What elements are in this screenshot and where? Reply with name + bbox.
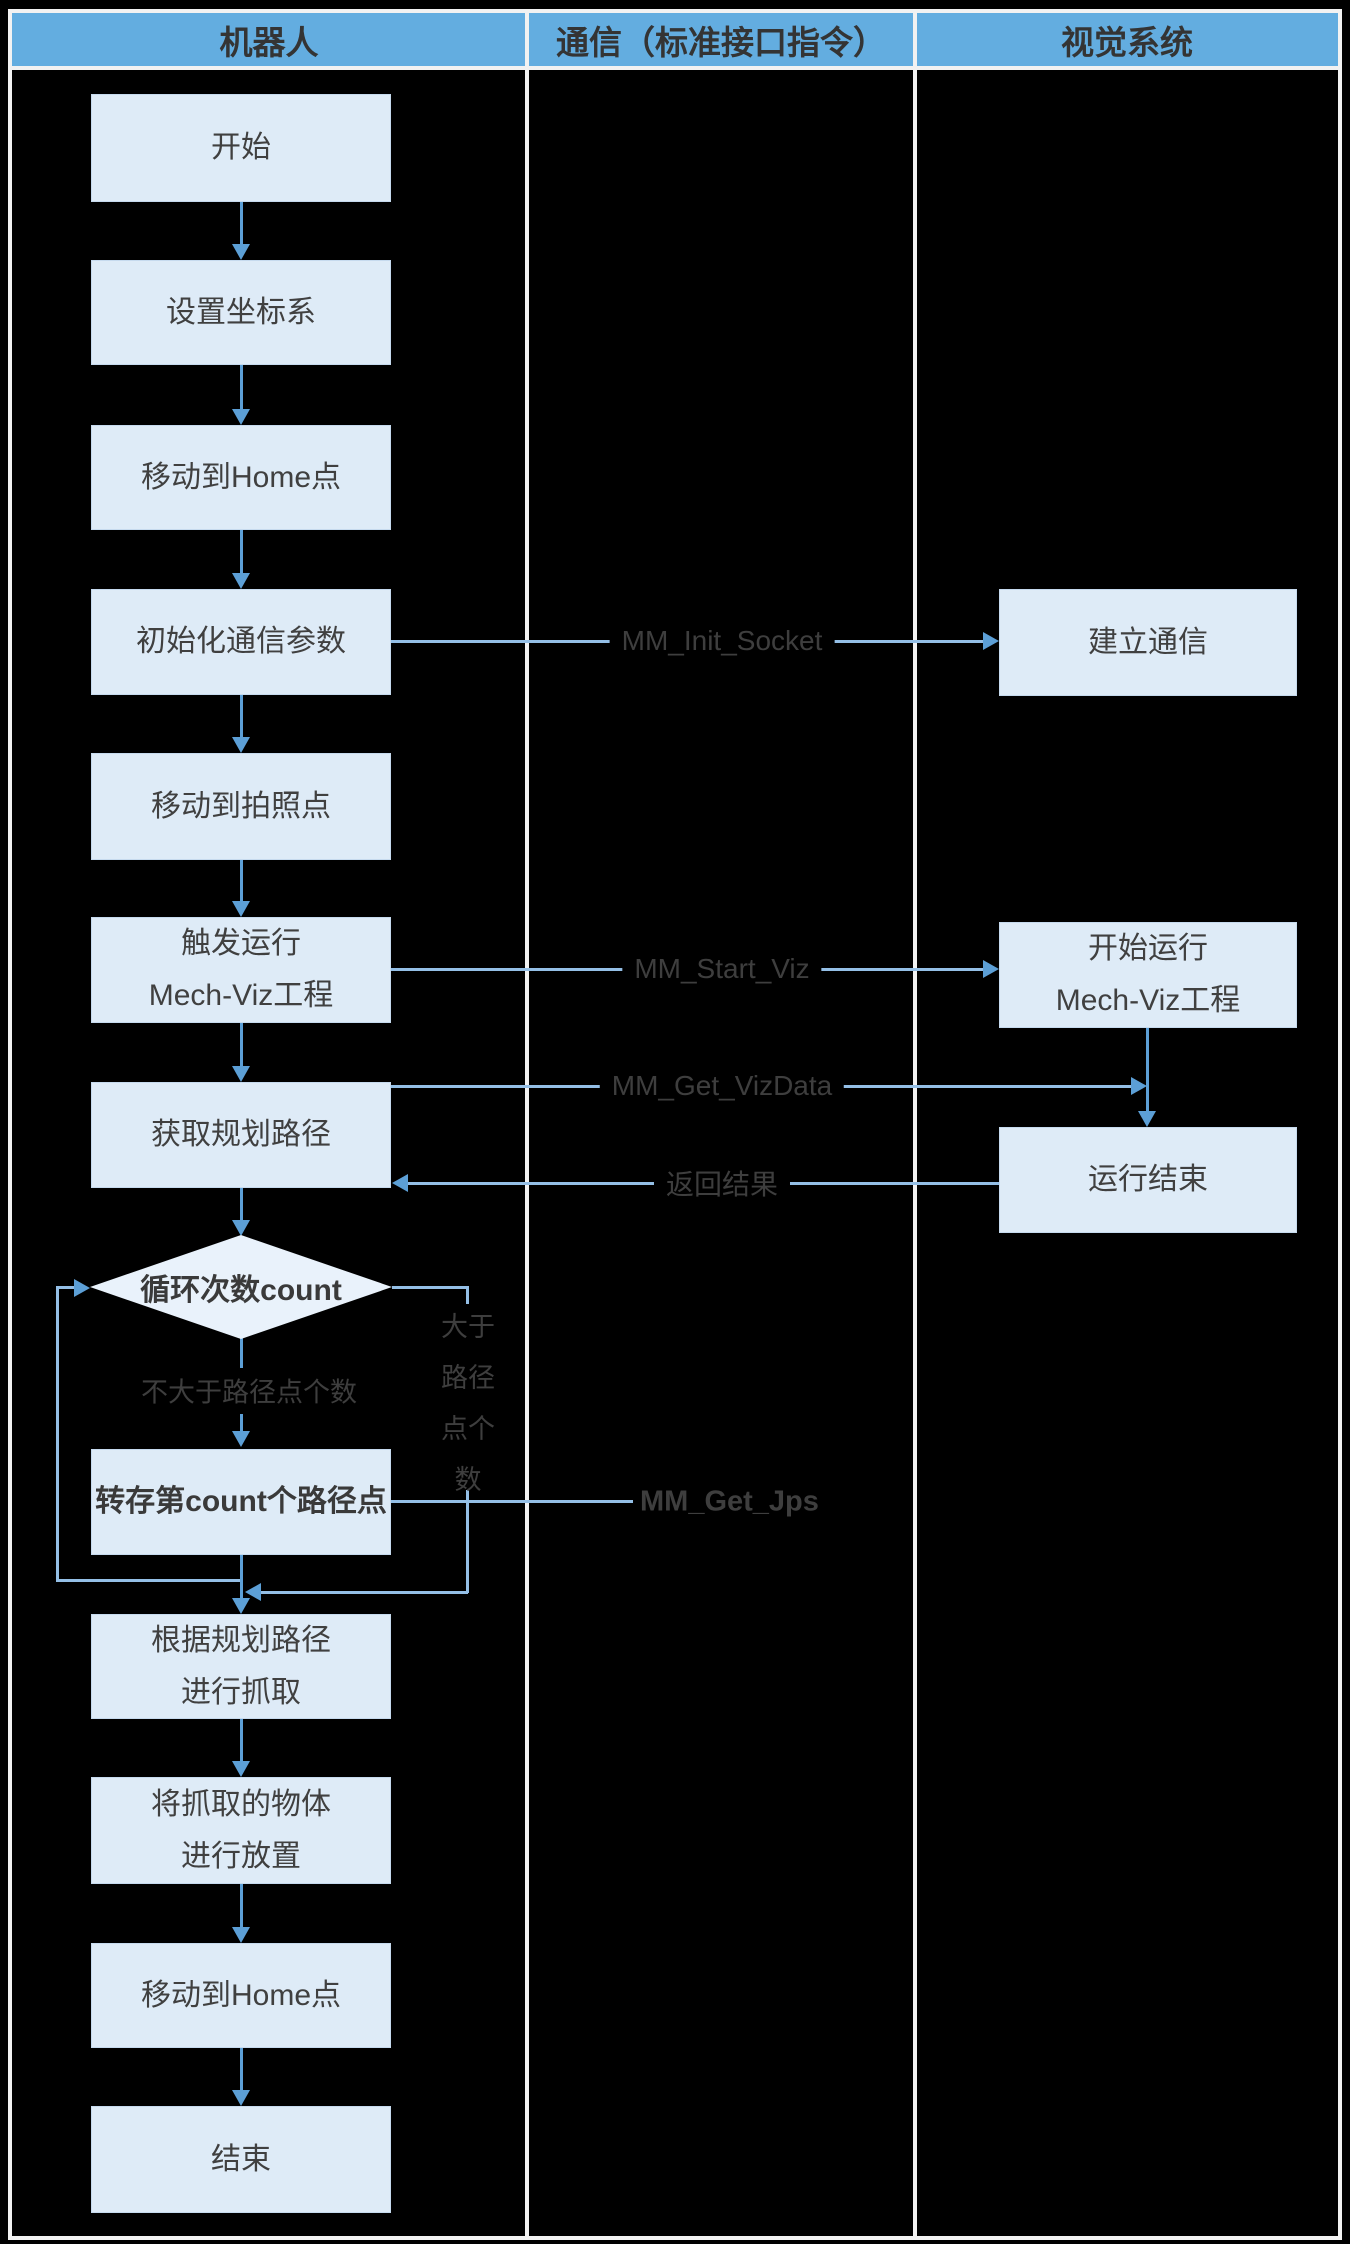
label-branch-not-greater: 不大于路径点个数 xyxy=(141,1377,357,1408)
flow-arrowhead-3-icon xyxy=(232,573,250,589)
flow-line-12 xyxy=(240,2048,243,2091)
flow-line-8a xyxy=(240,1338,243,1368)
flow-line-9 xyxy=(240,1555,243,1599)
node-run-finished-label: 运行结束 xyxy=(1088,1163,1208,1196)
get-vizdata-arrowhead-icon xyxy=(1131,1077,1147,1095)
node-run-finished: 运行结束 xyxy=(999,1127,1297,1233)
outer-frame xyxy=(8,9,1342,2240)
node-end: 结束 xyxy=(91,2106,391,2213)
label-mm-get-vizdata: MM_Get_VizData xyxy=(599,1070,845,1102)
lane-divider-1 xyxy=(525,13,529,2236)
flow-arrowhead-1-icon xyxy=(232,244,250,260)
flow-line-6 xyxy=(240,1023,243,1067)
loop-left-arrowhead-icon xyxy=(74,1279,90,1297)
label-mm-start-viz: MM_Start_Viz xyxy=(622,953,822,985)
lane-header-robot: 机器人 xyxy=(219,24,319,61)
node-place: 将抓取的物体 进行放置 xyxy=(91,1777,391,1884)
node-loop-decision-label: 循环次数count xyxy=(140,1274,342,1307)
node-move-home-1-label: 移动到Home点 xyxy=(140,460,342,494)
label-branch-greater: 大于路径点个数 xyxy=(441,1312,495,1495)
flow-arrowhead-5-icon xyxy=(232,901,250,917)
node-pick-line2: 进行抓取 xyxy=(181,1675,301,1709)
lane-header-comm: 通信（标准接口指令） xyxy=(556,24,886,61)
node-init-comm-label: 初始化通信参数 xyxy=(136,625,346,658)
node-get-path-label: 获取规划路径 xyxy=(151,1118,331,1151)
loop-left-bottom xyxy=(56,1579,243,1582)
start-viz-arrowhead-icon xyxy=(983,960,999,978)
flow-line-10 xyxy=(240,1719,243,1762)
node-pick-line1: 根据规划路径 xyxy=(151,1623,331,1657)
node-start-run-viz-line1: 开始运行 xyxy=(1088,932,1208,965)
connector-get-jps-line xyxy=(391,1500,633,1503)
flow-line-1 xyxy=(240,202,243,246)
flow-arrowhead-10-icon xyxy=(232,1761,250,1777)
flow-arrowhead-12-icon xyxy=(232,2090,250,2106)
branch-right-vertical-a xyxy=(466,1286,469,1304)
init-socket-arrowhead-icon xyxy=(983,632,999,650)
node-place-line2: 进行放置 xyxy=(181,1839,301,1873)
node-pick: 根据规划路径 进行抓取 xyxy=(91,1614,391,1719)
node-init-comm: 初始化通信参数 xyxy=(91,589,391,695)
vision-flow-line xyxy=(1146,1028,1149,1112)
node-trigger-viz-line2: Mech-Viz工程 xyxy=(148,979,334,1012)
node-establish-comm: 建立通信 xyxy=(999,589,1297,696)
return-result-arrowhead-icon xyxy=(392,1174,408,1192)
node-start-label: 开始 xyxy=(211,131,271,164)
node-establish-comm-label: 建立通信 xyxy=(1088,625,1208,659)
flow-line-4 xyxy=(240,695,243,738)
flow-line-11 xyxy=(240,1884,243,1928)
flow-line-3 xyxy=(240,530,243,574)
node-move-home-2: 移动到Home点 xyxy=(91,1943,391,2048)
node-set-frame-label: 设置坐标系 xyxy=(166,295,316,329)
node-move-capture: 移动到拍照点 xyxy=(91,753,391,860)
label-return-result: 返回结果 xyxy=(653,1163,791,1203)
branch-right-arrowhead-icon xyxy=(245,1583,261,1601)
lane-divider-2 xyxy=(913,13,917,2236)
loop-left-vertical xyxy=(56,1286,59,1582)
branch-right-top xyxy=(392,1286,469,1289)
node-transfer-point-label: 转存第count个路径点 xyxy=(95,1485,387,1518)
node-move-home-1: 移动到Home点 xyxy=(91,425,391,530)
node-start: 开始 xyxy=(91,94,391,202)
flow-line-2 xyxy=(240,365,243,410)
node-get-path: 获取规划路径 xyxy=(91,1082,391,1188)
node-trigger-viz-line1: 触发运行 xyxy=(181,927,301,960)
node-end-label: 结束 xyxy=(211,2142,271,2176)
node-set-frame: 设置坐标系 xyxy=(91,260,391,365)
node-transfer-point: 转存第count个路径点 xyxy=(91,1449,391,1555)
flow-line-5 xyxy=(240,860,243,902)
swimlane-header-band xyxy=(12,13,1338,70)
lane-header-vision: 视觉系统 xyxy=(1061,24,1193,61)
flow-line-8b xyxy=(240,1414,243,1431)
node-start-run-viz: 开始运行 Mech-Viz工程 xyxy=(999,922,1297,1028)
node-move-capture-label: 移动到拍照点 xyxy=(151,789,331,823)
flow-line-7 xyxy=(240,1188,243,1221)
label-mm-get-jps: MM_Get_Jps xyxy=(640,1485,819,1518)
node-place-line1: 将抓取的物体 xyxy=(151,1787,331,1821)
node-move-home-2-label: 移动到Home点 xyxy=(140,1978,342,2012)
node-trigger-viz: 触发运行 Mech-Viz工程 xyxy=(91,917,391,1023)
branch-right-bottom xyxy=(261,1591,468,1594)
flow-arrowhead-4-icon xyxy=(232,737,250,753)
flow-arrowhead-9-icon xyxy=(232,1598,250,1614)
flow-arrowhead-6-icon xyxy=(232,1066,250,1082)
flow-arrowhead-8-icon xyxy=(232,1431,250,1447)
flow-arrowhead-2-icon xyxy=(232,409,250,425)
label-mm-init-socket: MM_Init_Socket xyxy=(609,625,835,657)
flow-arrowhead-7-icon xyxy=(232,1220,250,1236)
vision-flow-arrowhead-icon xyxy=(1138,1111,1156,1127)
flow-arrowhead-11-icon xyxy=(232,1927,250,1943)
loop-left-top xyxy=(56,1286,76,1289)
node-start-run-viz-line2: Mech-Viz工程 xyxy=(1055,984,1241,1017)
branch-right-vertical-b xyxy=(466,1490,469,1593)
